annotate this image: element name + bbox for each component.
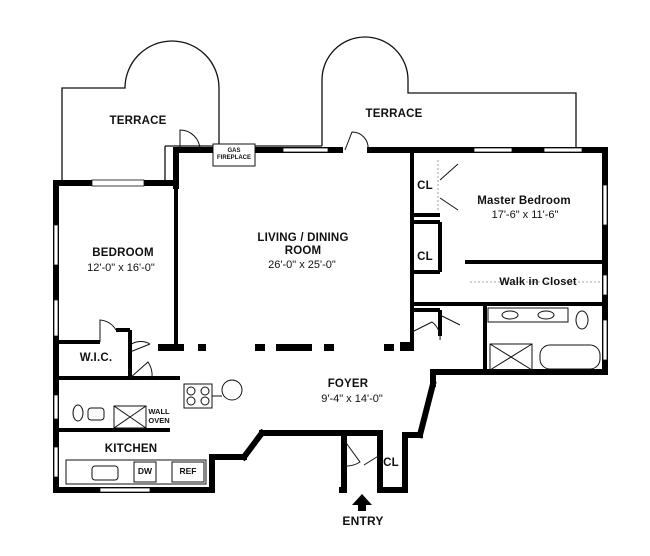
interior-walls: [56, 150, 605, 432]
kitchen-sink: [91, 465, 119, 481]
master-bedroom-name: Master Bedroom: [477, 195, 571, 207]
wic-label: W.I.C.: [79, 352, 113, 364]
dishwasher-label: DW: [137, 466, 153, 476]
living-foyer-opening-walls: [158, 342, 414, 351]
closet-rods: [437, 160, 600, 283]
living-name-line2: ROOM: [284, 245, 322, 257]
foyer-dims: 9'-4" x 14'-0": [321, 393, 383, 405]
closet-label-entry: CL: [383, 457, 399, 469]
fireplace-label-line2: FIREPLACE: [216, 155, 252, 161]
windows: [53, 147, 608, 493]
shower: [489, 343, 533, 371]
kitchen-counter: [65, 459, 207, 485]
foyer-name: FOYER: [327, 378, 369, 390]
dishwasher-box: [133, 461, 157, 483]
gas-fireplace: [212, 143, 256, 167]
kitchen-fixtures: [65, 379, 243, 485]
wall-oven-box: [113, 405, 147, 429]
closet-label-master-bottom: CL: [417, 251, 433, 263]
door-swings: [99, 129, 461, 467]
wall-oven-label-line2: OVEN: [148, 416, 170, 425]
entry-label: ENTRY: [342, 514, 384, 528]
living-dims: 26'-0" x 25'-0": [268, 259, 336, 271]
wall-oven-label-line1: WALL: [148, 407, 170, 416]
living-name-line1: LIVING / DINING: [257, 232, 349, 244]
vanity: [487, 307, 569, 323]
refrigerator-box: [171, 461, 205, 483]
master-bedroom-dims: 17'-6" x 11'-6": [491, 209, 559, 221]
island-sink: [221, 379, 243, 401]
half-bath-sink: [87, 407, 105, 421]
walk-in-closet-label: Walk in Closet: [499, 276, 577, 288]
terrace-right-label: TERRACE: [365, 108, 423, 120]
terrace-outlines: [61, 36, 577, 183]
terrace-left-label: TERRACE: [109, 115, 167, 127]
fireplace-label-line1: GAS: [227, 148, 241, 154]
master-bath-fixtures: [487, 307, 601, 371]
half-bath-toilet: [72, 404, 84, 422]
bathtub: [539, 344, 601, 370]
kitchen-label: KITCHEN: [104, 443, 158, 455]
bedroom-name: BEDROOM: [92, 247, 154, 259]
bedroom-dims: 12'-0" x 16'-0": [87, 262, 155, 274]
entry-arrow: [352, 494, 372, 511]
master-toilet: [575, 310, 589, 330]
closet-label-master-top: CL: [417, 180, 433, 192]
refrigerator-label: REF: [179, 466, 197, 476]
